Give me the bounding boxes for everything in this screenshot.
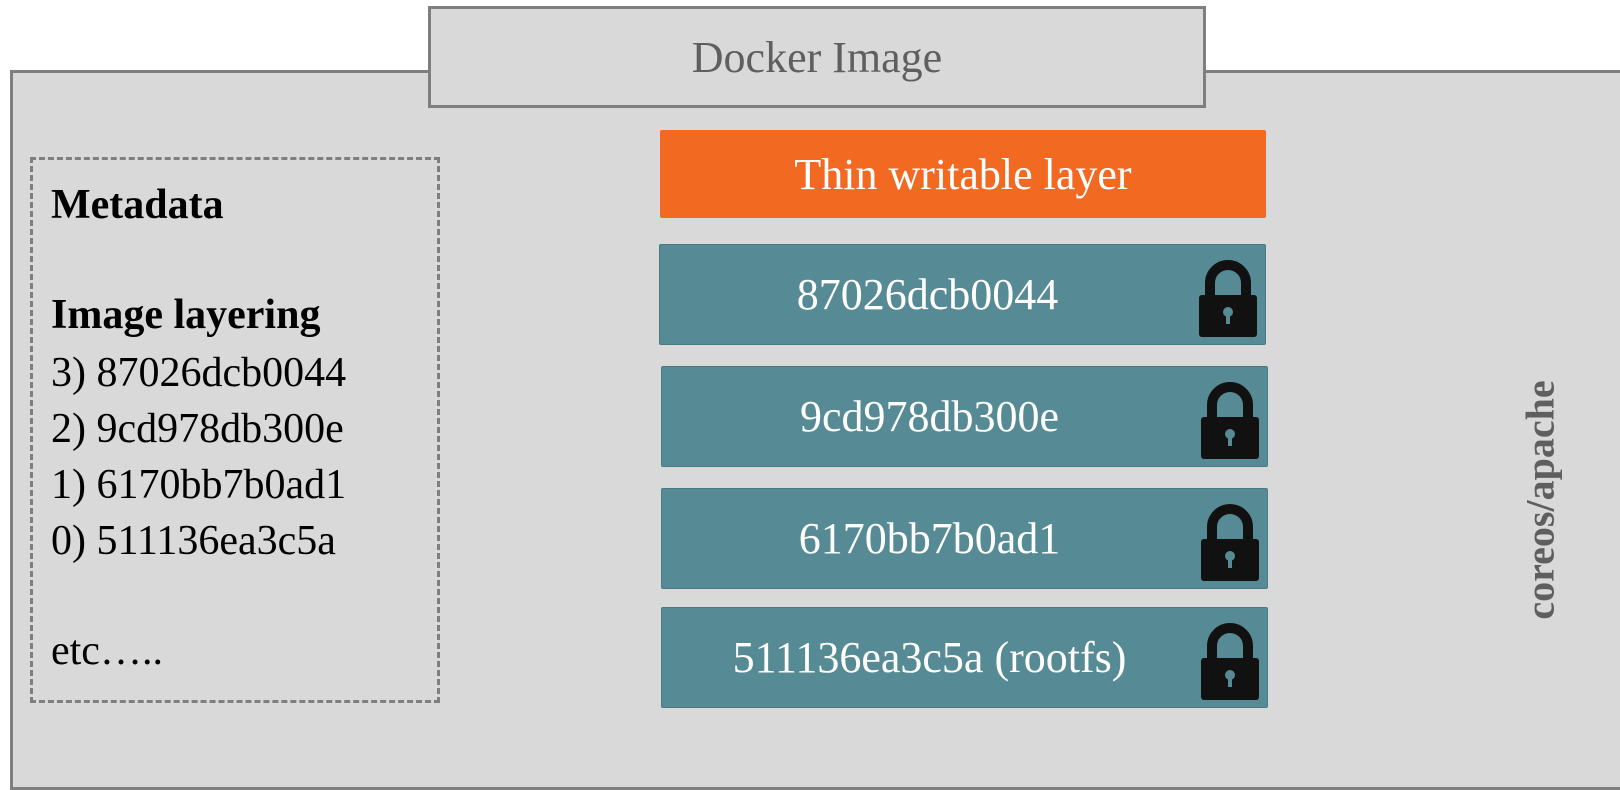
layering-item: 1) 6170bb7b0ad1 — [51, 462, 347, 508]
metadata-panel: Metadata Image layering 3) 87026dcb0044 … — [30, 157, 440, 703]
image-layer: 6170bb7b0ad1 — [661, 488, 1268, 589]
layering-item: 2) 9cd978db300e — [51, 406, 344, 452]
lock-icon — [1201, 623, 1259, 700]
image-layer-label: 9cd978db300e — [799, 392, 1060, 441]
lock-icon — [1201, 382, 1259, 459]
metadata-heading: Metadata — [51, 182, 224, 228]
image-layer: 87026dcb0044 — [659, 244, 1266, 345]
image-layer: 511136ea3c5a (rootfs) — [661, 607, 1268, 708]
image-layer-label: 511136ea3c5a (rootfs) — [732, 633, 1127, 682]
image-layer: 9cd978db300e — [661, 366, 1268, 467]
lock-icon — [1199, 260, 1257, 337]
image-layering-heading: Image layering — [51, 292, 321, 338]
docker-image-title: Docker Image — [428, 6, 1206, 108]
layering-item: 3) 87026dcb0044 — [51, 350, 347, 396]
layering-item: 0) 511136ea3c5a — [51, 518, 336, 564]
image-name-label: coreos/apache — [1517, 380, 1563, 620]
lock-icon — [1201, 504, 1259, 581]
metadata-etc: etc….. — [51, 628, 163, 674]
image-layer-label: 87026dcb0044 — [796, 270, 1059, 319]
thin-writable-layer: Thin writable layer — [660, 130, 1266, 218]
writable-layer-label: Thin writable layer — [794, 149, 1132, 199]
image-layer-label: 6170bb7b0ad1 — [798, 514, 1061, 563]
